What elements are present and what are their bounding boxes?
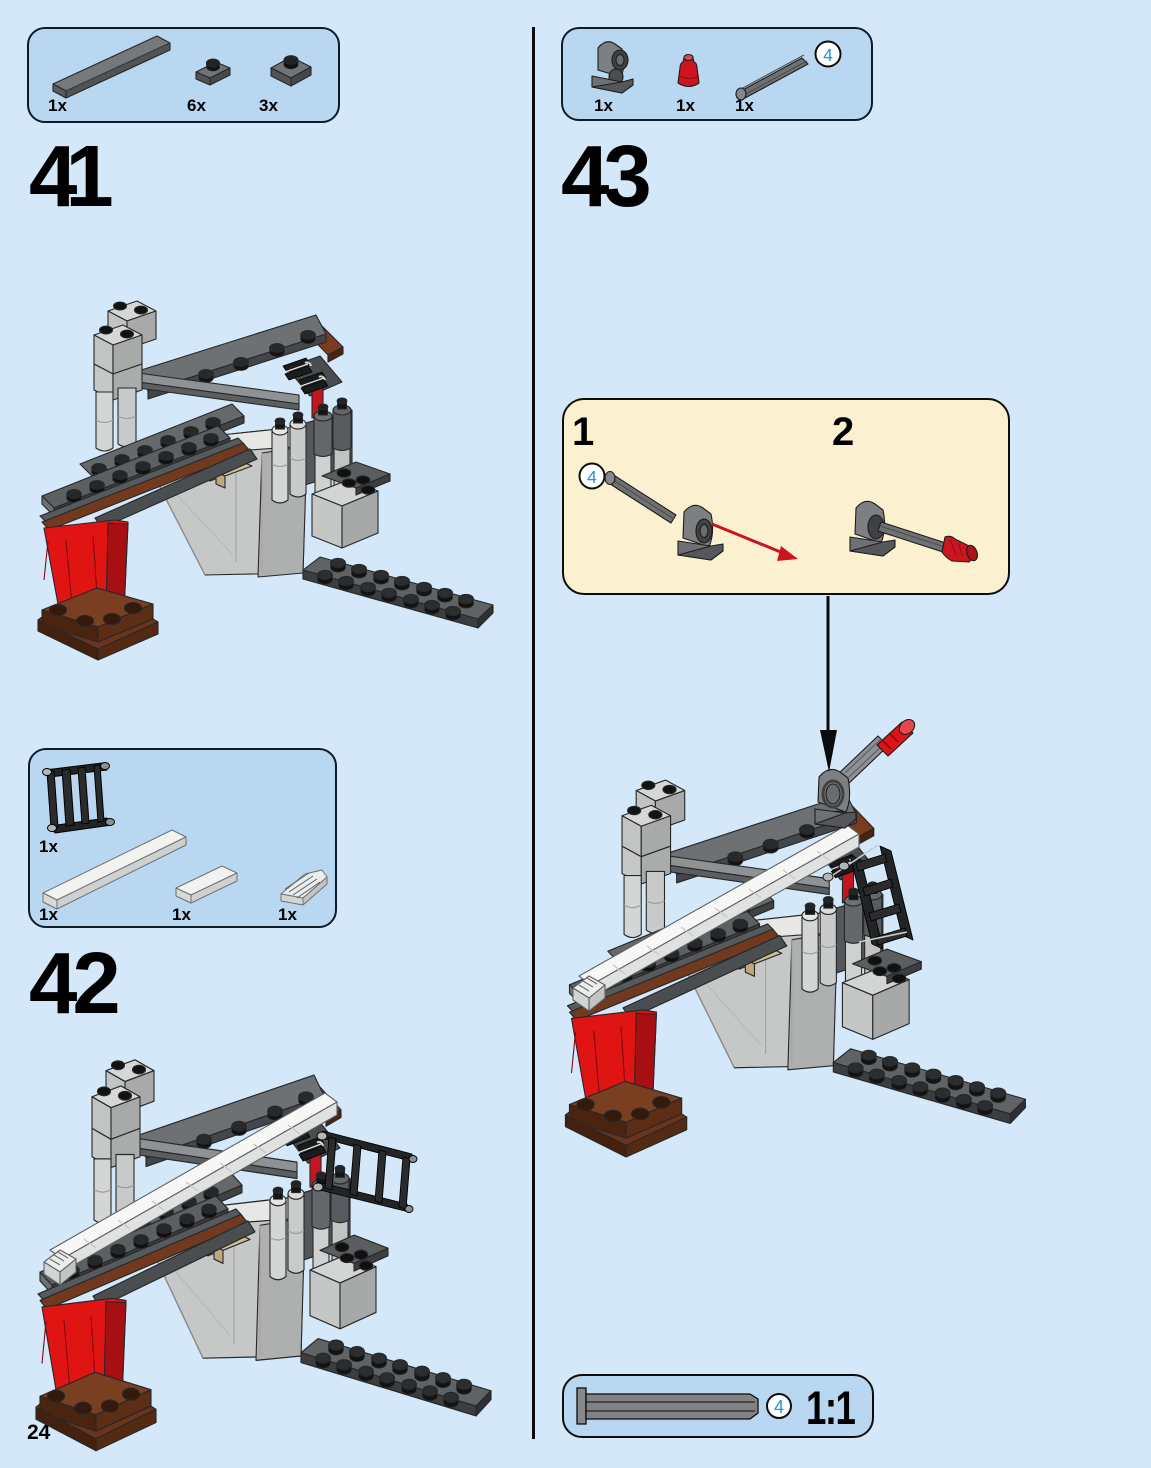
svg-text:4: 4 bbox=[587, 467, 597, 487]
svg-text:4: 4 bbox=[823, 45, 833, 65]
svg-text:4: 4 bbox=[774, 1397, 784, 1417]
